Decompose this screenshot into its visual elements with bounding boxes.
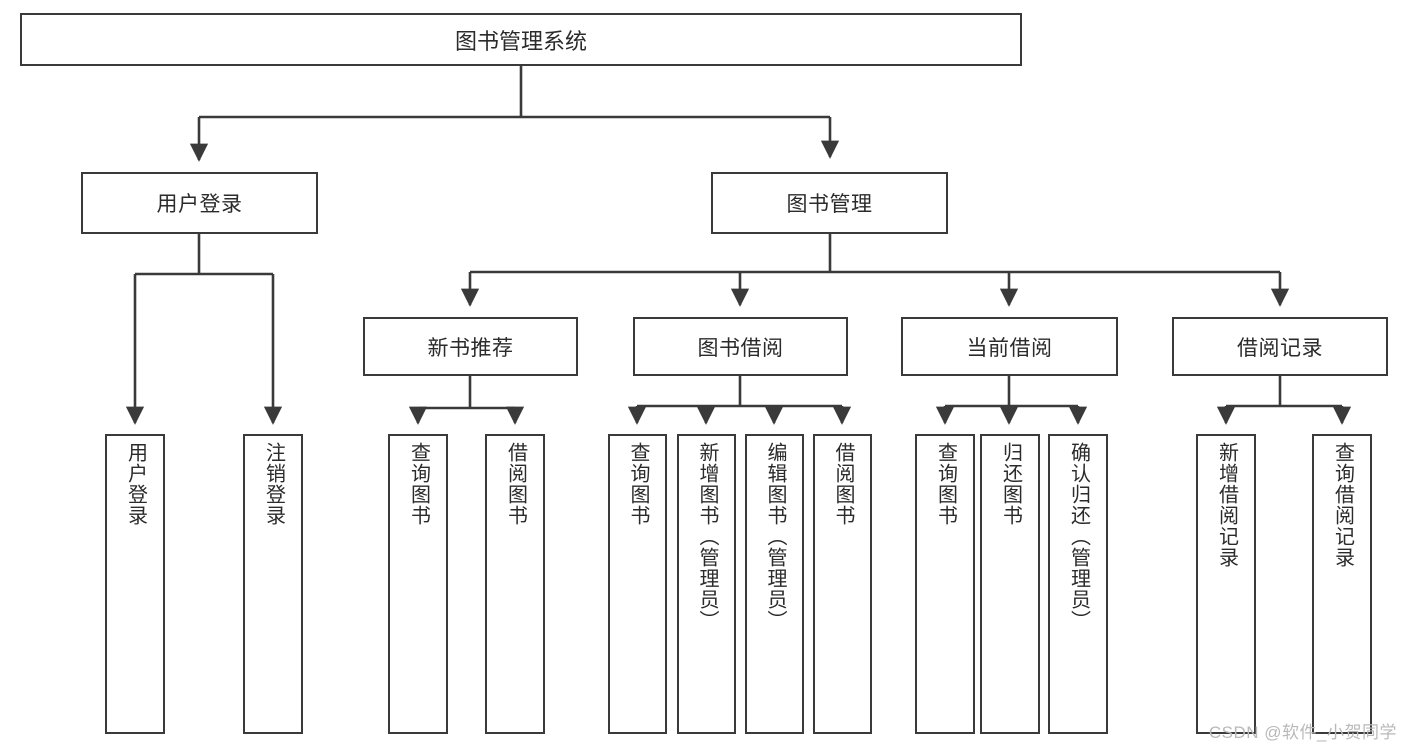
leaf-user-login-login[interactable]: 用户登录 xyxy=(105,434,165,734)
node-label: 查询图书 xyxy=(627,442,649,526)
node-label: 借阅图书 xyxy=(832,442,854,526)
node-label: 图书管理 xyxy=(786,193,873,216)
leaf-borrow-query-book[interactable]: 查询图书 xyxy=(608,434,667,734)
leaf-user-login-logout[interactable]: 注销登录 xyxy=(243,434,303,734)
node-label: 归还图书 xyxy=(999,442,1022,526)
leaf-current-confirm-return-admin[interactable]: 确认归还（管理员） xyxy=(1048,434,1108,734)
node-label: 新增图书（管理员） xyxy=(696,442,718,631)
node-borrow-record[interactable]: 借阅记录 xyxy=(1172,317,1388,376)
node-label: 借阅图书 xyxy=(504,442,527,526)
node-label: 图书借阅 xyxy=(697,336,784,360)
leaf-current-return-book[interactable]: 归还图书 xyxy=(980,434,1040,734)
node-label: 借阅记录 xyxy=(1237,336,1323,360)
node-root-system[interactable]: 图书管理系统 xyxy=(20,13,1022,66)
node-label: 查询图书 xyxy=(407,442,430,526)
node-label: 新书推荐 xyxy=(427,336,514,360)
node-label: 编辑图书（管理员） xyxy=(764,442,786,631)
node-current-borrow[interactable]: 当前借阅 xyxy=(901,317,1118,376)
node-book-management[interactable]: 图书管理 xyxy=(711,172,948,234)
node-label: 当前借阅 xyxy=(966,336,1053,360)
leaf-current-query-book[interactable]: 查询图书 xyxy=(915,434,975,734)
node-label: 用户登录 xyxy=(156,193,243,216)
node-label: 确认归还（管理员） xyxy=(1067,442,1090,631)
node-label: 查询借阅记录 xyxy=(1331,442,1354,568)
leaf-borrow-borrow-book[interactable]: 借阅图书 xyxy=(813,434,872,734)
node-book-borrow[interactable]: 图书借阅 xyxy=(633,317,848,376)
node-new-book-recommend[interactable]: 新书推荐 xyxy=(363,317,578,376)
node-label: 新增借阅记录 xyxy=(1215,442,1238,568)
node-label: 注销登录 xyxy=(262,442,285,526)
leaf-recommend-borrow-book[interactable]: 借阅图书 xyxy=(485,434,545,734)
node-label: 用户登录 xyxy=(124,442,147,526)
leaf-record-query-record[interactable]: 查询借阅记录 xyxy=(1312,434,1372,734)
watermark-text: CSDN @软件_小贺同学 xyxy=(1208,723,1397,742)
node-user-login[interactable]: 用户登录 xyxy=(81,172,318,234)
leaf-borrow-add-book-admin[interactable]: 新增图书（管理员） xyxy=(677,434,736,734)
leaf-borrow-edit-book-admin[interactable]: 编辑图书（管理员） xyxy=(745,434,804,734)
node-label: 查询图书 xyxy=(934,442,957,526)
node-label: 图书管理系统 xyxy=(454,28,587,54)
leaf-recommend-query-book[interactable]: 查询图书 xyxy=(388,434,448,734)
leaf-record-add-record[interactable]: 新增借阅记录 xyxy=(1196,434,1256,734)
